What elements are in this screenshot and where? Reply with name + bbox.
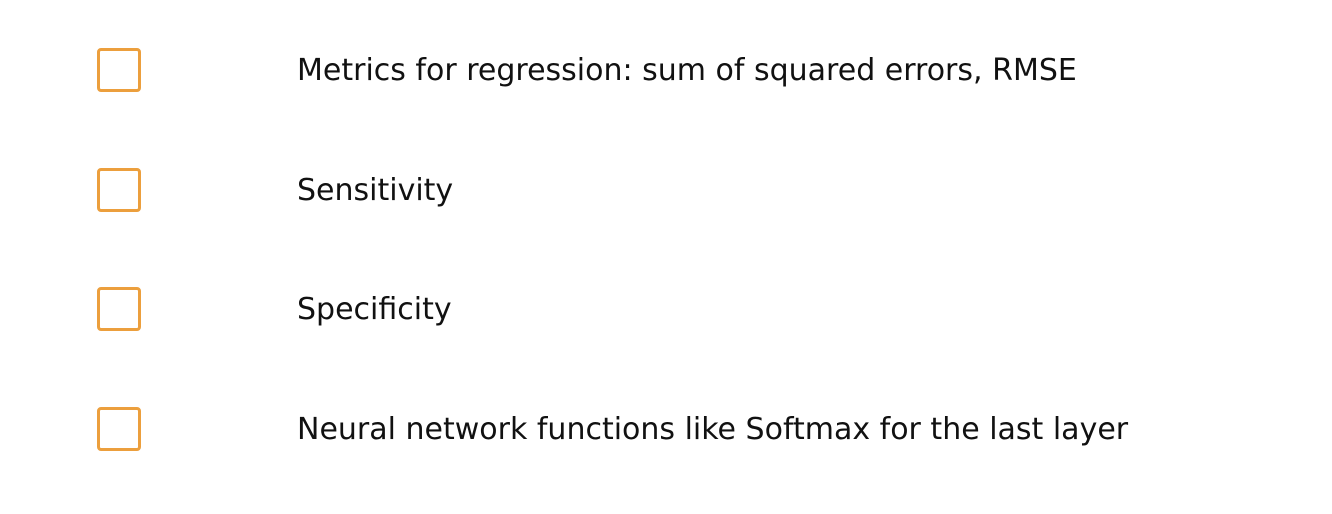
checklist-item[interactable]: Sensitivity: [96, 167, 1246, 217]
checkbox[interactable]: [97, 168, 141, 212]
checklist-item[interactable]: Specificity: [96, 286, 1246, 336]
checklist-item[interactable]: Neural network functions like Softmax fo…: [96, 406, 1246, 456]
checklist-item-label: Specificity: [297, 292, 452, 327]
checkbox[interactable]: [97, 407, 141, 451]
checklist-item-label: Neural network functions like Softmax fo…: [297, 412, 1129, 447]
checklist-item[interactable]: Metrics for regression: sum of squared e…: [96, 47, 1246, 97]
checklist-item-label: Sensitivity: [297, 173, 454, 208]
checklist-item-label: Metrics for regression: sum of squared e…: [297, 53, 1077, 88]
checkbox[interactable]: [97, 287, 141, 331]
checkbox[interactable]: [97, 48, 141, 92]
